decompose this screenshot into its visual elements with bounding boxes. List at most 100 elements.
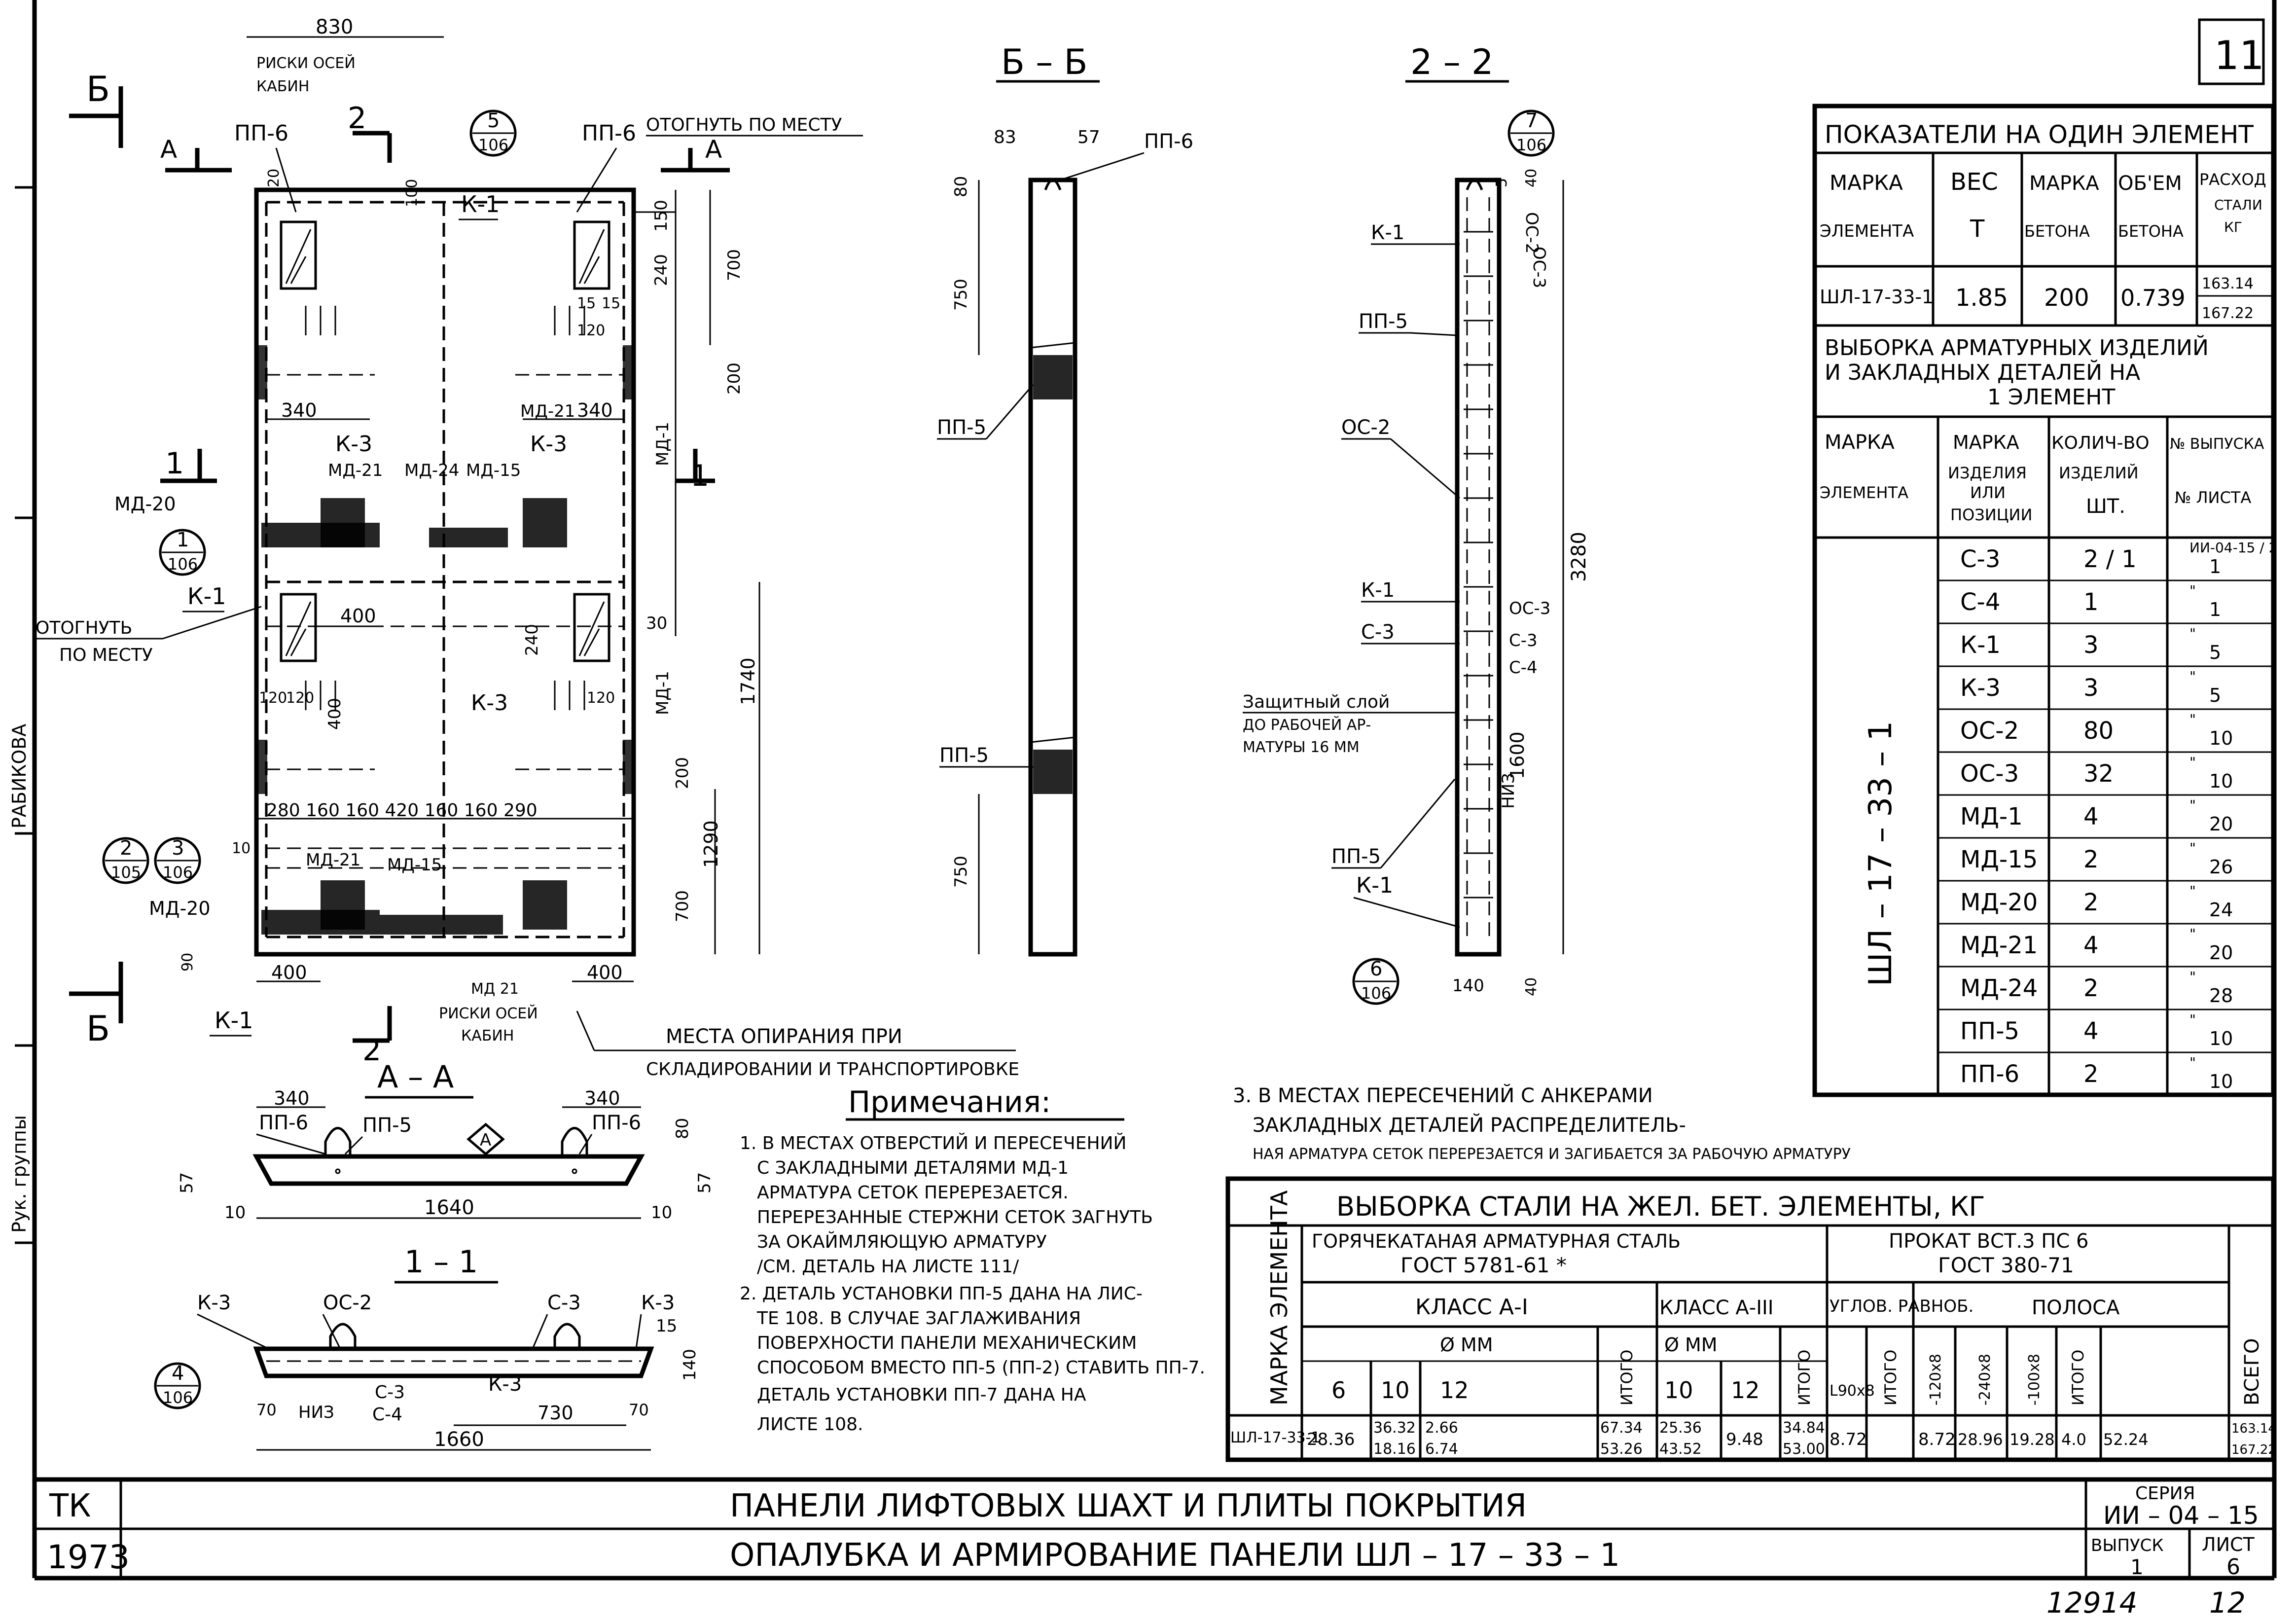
title-vypusk-label: ВЫПУСК [2091,1536,2164,1555]
steel-it2b: 53.00 [1783,1441,1825,1458]
item-quantity: 2 [2083,1060,2099,1088]
item-series: " [2189,969,2196,985]
steel-v10b: 18.16 [1373,1441,1416,1458]
aa-pp6-right: ПП-6 [592,1112,641,1134]
svg-text:6: 6 [1370,958,1382,980]
title-seria: ИИ – 04 – 15 [2103,1501,2259,1530]
title-line-1: ПАНЕЛИ ЛИФТОВЫХ ШАХТ И ПЛИТЫ ПОКРЫТИЯ [730,1488,1527,1524]
label-k3-a: К-3 [335,432,372,457]
dim-90: 90 [179,953,196,972]
aa-dim-10-left: 10 [224,1203,246,1223]
label-pp6-right: ПП-6 [582,121,636,146]
item-position: С-3 [1960,545,2000,573]
title-list-label: ЛИСТ [2202,1534,2255,1555]
title-line-2: ОПАЛУБКА И АРМИРОВАНИЕ ПАНЕЛИ ШЛ – 17 – … [730,1537,1620,1574]
note-line-11: ДЕТАЛЬ УСТАНОВКИ ПП-7 ДАНА НА [757,1385,1086,1405]
steel-vp240: 19.28 [2009,1430,2055,1449]
callout-7-106: 7 106 [1507,109,1555,157]
items-h1b: ЭЛЕМЕНТА [1820,483,1908,502]
aa-pp6-left: ПП-6 [259,1112,308,1134]
steel-h-l90: L90x8 [1830,1382,1875,1400]
dim-120-b: 120 [286,689,314,707]
plan-labels: РИСКИ ОСЕЙ КАБИН ОТОГНУТЬ ПО МЕСТУ ОТОГН… [36,54,1019,1080]
ind-ves: 1.85 [1955,284,2008,312]
steel-v10bb: 43.52 [1659,1441,1702,1458]
steel-h-marka: МАРКА ЭЛЕМЕНТА [1266,1190,1292,1406]
label-riski: РИСКИ ОСЕЙ [256,54,356,72]
ind-h-ob-2: БЕТОНА [2118,222,2184,241]
item-series: " [2189,840,2196,856]
s22-k1-a: К-1 [1371,221,1404,244]
steel-h-hot-2: ГОСТ 5781-61 * [1400,1253,1567,1277]
items-h2a: МАРКА [1953,432,2019,453]
s22-oc3-a: ОС-3 [1529,247,1549,288]
s22-zash-1: Защитный слой [1243,692,1390,712]
s22-oc2-b: ОС-2 [1341,416,1390,439]
dim-340-left: 340 [281,399,317,421]
item-sheet: 20 [2209,813,2233,835]
dim-20: 20 [265,169,283,187]
items-title-3: 1 ЭЛЕМЕНТ [1987,385,2115,410]
ind-h-marka-1: МАРКА [1830,171,1903,195]
s11-k3-mid: К-3 [488,1373,522,1396]
sheet-frame [15,0,2277,1581]
steel-v12b: 6.74 [1425,1441,1458,1458]
svg-text:2: 2 [120,837,132,860]
label-k1-top: К-1 [461,191,500,217]
steel-vl90: 8.72 [1830,1430,1867,1449]
s11-dim-70-right: 70 [629,1401,649,1419]
label-otognut-po-mestu: ОТОГНУТЬ ПО МЕСТУ [646,115,842,135]
label-md21-b: МД-21 [520,401,575,421]
note-line-4: ПЕРЕРЕЗАННЫЕ СТЕРЖНИ СЕТОК ЗАГНУТЬ [757,1207,1153,1227]
ind-beton: 200 [2044,284,2089,312]
notes-title: Примечания: [848,1085,1051,1119]
panel-plan-view [254,187,636,957]
cut-b-bottom: Б [86,1009,110,1049]
label-k3-c: К-3 [471,690,508,716]
item-quantity: 32 [2083,760,2114,788]
dim-830: 830 [316,16,353,38]
item-position: МД-24 [1960,974,2038,1002]
callout-2-105: 2 105 [102,837,149,884]
dim-240-mid: 240 [522,624,542,656]
items-h4a: № ВЫПУСКА [2170,435,2264,453]
s11-k3-left: К-3 [197,1292,231,1314]
label-md21-a: МД-21 [328,461,383,480]
s11-dim-1660: 1660 [434,1428,484,1451]
cut-1-left: 1 [165,446,184,481]
items-title-2: И ЗАКЛАДНЫХ ДЕТАЛЕЙ НА [1825,359,2140,385]
dim-40-bot: 40 [1523,977,1540,996]
title-seria-label: СЕРИЯ [2135,1483,2195,1504]
dim-15a: 15 [577,295,596,312]
svg-text:106: 106 [1361,984,1391,1003]
steel-v6: 28.36 [1307,1430,1355,1449]
steel-h-dmm-2: Ø ММ [1664,1334,1718,1356]
note-line-1: 1. В МЕСТАХ ОТВЕРСТИЙ И ПЕРЕСЕЧЕНИЙ [740,1133,1126,1153]
item-sheet: 5 [2209,685,2221,706]
aa-dim-57-right: 57 [695,1172,715,1193]
items-h3b: ИЗДЕЛИЙ [2059,464,2139,482]
steel-it4: 52.24 [2103,1430,2149,1449]
item-sheet: 5 [2209,642,2221,663]
label-k1-left: К-1 [187,583,226,610]
items-h2c: ИЛИ [1970,483,2006,502]
label-md1-b: МД-1 [653,671,673,715]
ind-h-mb-2: БЕТОНА [2024,222,2090,241]
s22-pp5-top: ПП-5 [1359,310,1408,333]
label-otognut-left-2: ПО МЕСТУ [59,645,153,665]
cut-2-top: 2 [348,101,366,136]
dim-700-top: 700 [724,249,744,281]
ind-marka: ШЛ-17-33-1 [1820,286,1934,308]
ind-stal-1: 163.14 [2202,275,2254,292]
steel-it1b: 53.26 [1600,1441,1643,1458]
steel-h-klass-a1: КЛАСС А-I [1415,1295,1528,1320]
bb-pp5-top: ПП-5 [937,416,986,439]
section-22: 2 – 2 3280 1600 5 40 40 140 К-1 ОС-3 ОС-… [1243,42,1590,996]
items-title-1: ВЫБОРКА АРМАТУРНЫХ ИЗДЕЛИЙ [1825,334,2209,360]
s11-dim-140: 140 [680,1349,700,1381]
dim-15b: 15 [602,295,620,312]
steel-h-p100: -100x8 [2026,1354,2043,1406]
ind-h-rs-3: КГ [2224,219,2242,235]
steel-h-polosa: ПОЛОСА [2032,1297,2120,1319]
steel-h-hot-1: ГОРЯЧЕКАТАНАЯ АРМАТУРНАЯ СТАЛЬ [1312,1230,1681,1252]
